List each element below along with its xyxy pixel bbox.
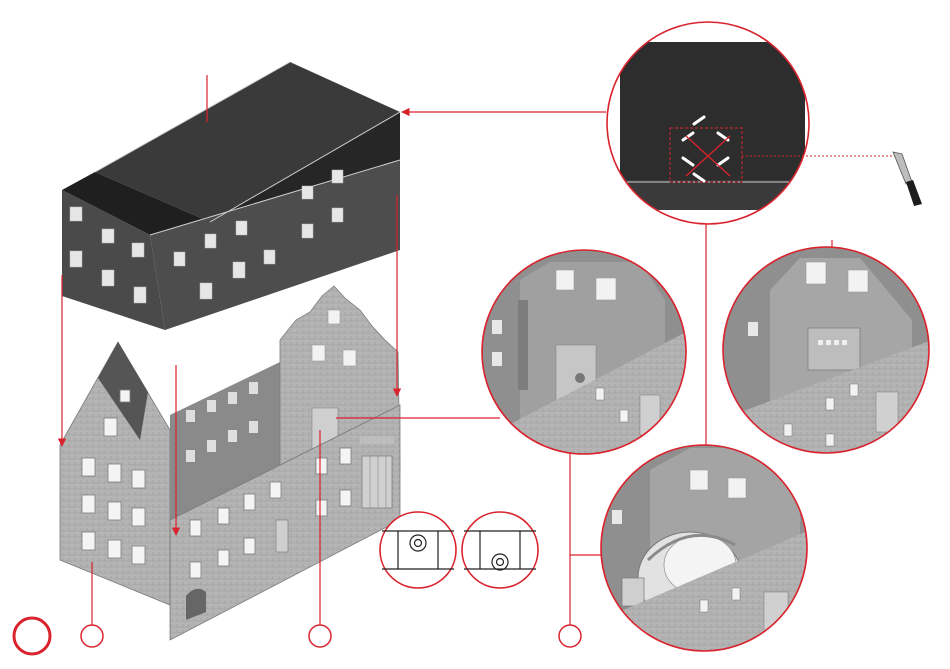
detail-interior-step xyxy=(480,250,690,470)
craft-knife-icon xyxy=(893,152,922,206)
roof-piece xyxy=(62,62,400,330)
socket-option-left xyxy=(380,512,456,588)
step-marker-2 xyxy=(81,625,103,647)
socket-option-right xyxy=(462,512,538,588)
detail-motor xyxy=(600,444,810,660)
step-marker-4 xyxy=(559,625,581,647)
step-marker-1 xyxy=(14,618,50,654)
detail-roof-cut xyxy=(600,20,820,230)
house-body xyxy=(60,286,400,640)
step-marker-3 xyxy=(309,625,331,647)
detail-interior-door xyxy=(720,245,932,470)
shop-sign xyxy=(360,436,394,444)
step-markers xyxy=(14,618,581,654)
